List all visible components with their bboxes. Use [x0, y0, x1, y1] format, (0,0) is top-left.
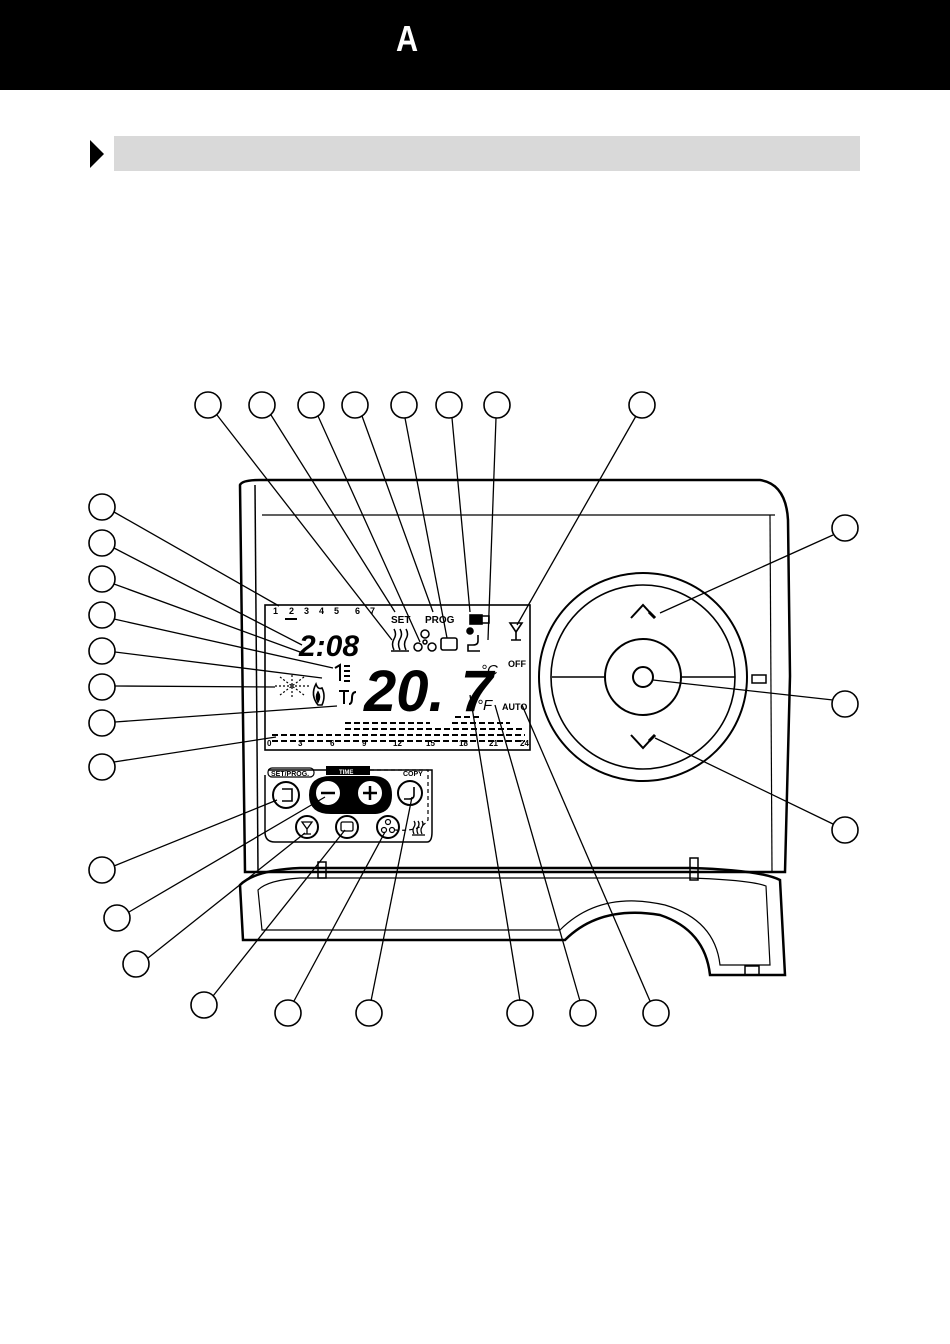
day-4: 4 [319, 606, 324, 616]
snowflake-icon [275, 675, 309, 697]
holiday-button[interactable] [336, 816, 358, 838]
confirm-button[interactable] [633, 667, 653, 687]
day-6: 6 [355, 606, 360, 616]
lcd-prog-label: PROG [425, 615, 455, 626]
arrow-down-button[interactable] [631, 735, 655, 748]
party-icon [510, 623, 522, 640]
battery-icon [470, 615, 489, 624]
day-3: 3 [304, 606, 309, 616]
lcd-set-label: SET [391, 615, 410, 626]
party-button[interactable] [296, 816, 318, 838]
day-2: 2 [289, 606, 294, 616]
lcd-off-label: OFF [508, 659, 526, 669]
t2-indicator [339, 691, 356, 704]
day-indicator-bar [285, 618, 297, 620]
scale-24: 24 [520, 739, 529, 748]
time-label: TIME [339, 770, 353, 776]
day-1: 1 [273, 606, 278, 616]
manual-override-icon [467, 628, 480, 651]
lcd-day-numbers: 1 2 3 4 5 6 7 [273, 606, 375, 616]
lcd-unit-celsius: °C [481, 662, 498, 679]
fan-icon [414, 630, 436, 651]
lcd-unit-fahrenheit: °F [477, 697, 493, 714]
lcd-clock: 2:08 [298, 630, 359, 663]
set-prog-button[interactable] [273, 782, 299, 808]
time-plus-button[interactable] [357, 780, 383, 806]
scale-9: 9 [362, 739, 367, 748]
scale-0: 0 [267, 739, 272, 748]
copy-label: COPY [403, 771, 423, 778]
scale-18: 18 [459, 739, 468, 748]
set-prog-label: SET/PROG. [271, 771, 309, 778]
device-body [240, 480, 790, 872]
heating-icon [391, 629, 409, 651]
lcd-time-scale: 0 3 6 9 12 15 18 21 24 [267, 739, 529, 748]
arrow-up-button[interactable] [631, 605, 655, 618]
scale-15: 15 [426, 739, 435, 748]
holiday-icon [441, 638, 457, 650]
scale-6: 6 [330, 739, 335, 748]
scale-3: 3 [298, 739, 303, 748]
lcd-temperature: 20. 7 [363, 659, 496, 724]
scale-12: 12 [393, 739, 402, 748]
fan-button[interactable] [377, 816, 399, 838]
flame-icon [313, 684, 324, 705]
scale-21: 21 [489, 739, 498, 748]
copy-button[interactable] [398, 781, 422, 805]
day-5: 5 [334, 606, 339, 616]
time-minus-button[interactable] [315, 780, 341, 806]
t1-indicator [335, 665, 350, 681]
